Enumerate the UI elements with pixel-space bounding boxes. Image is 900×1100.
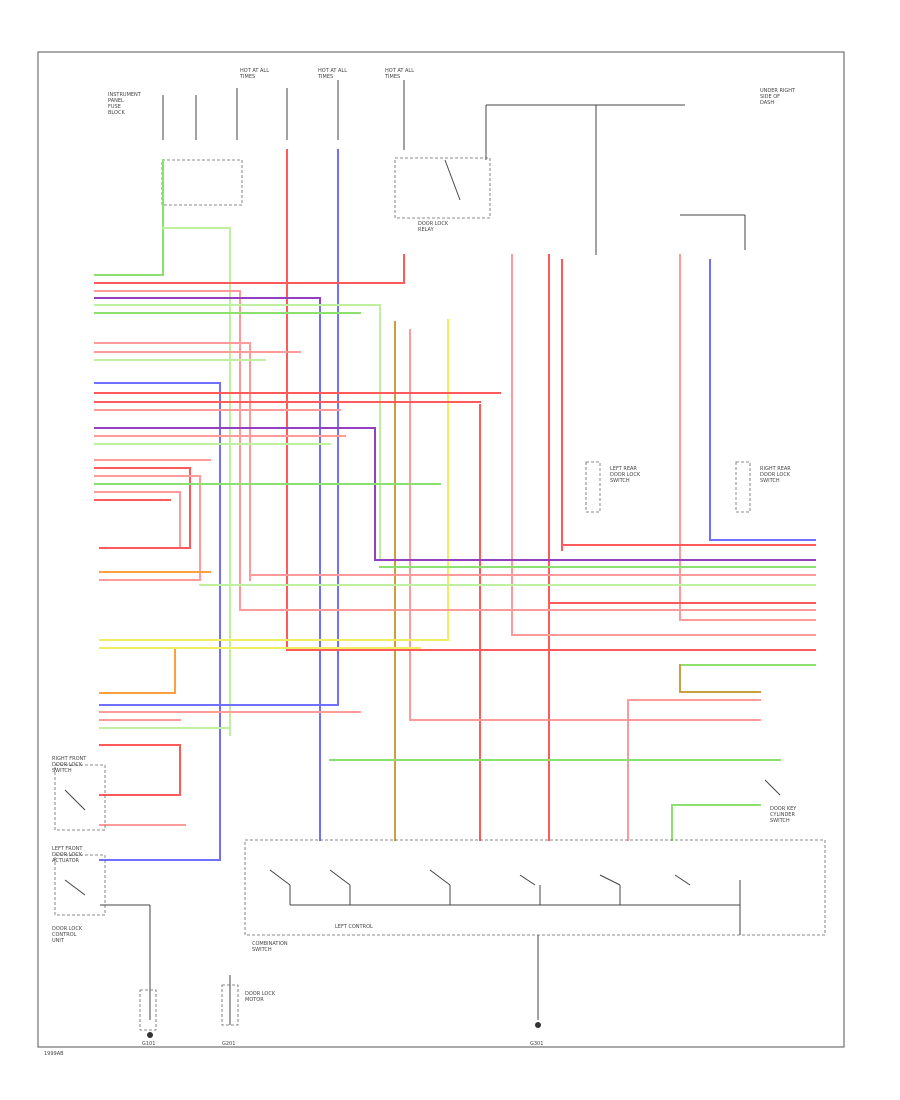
- right-front-switch-box: [54, 764, 106, 831]
- left-front-actuator-box: [54, 854, 106, 916]
- footer-code: 1999AB: [44, 1051, 64, 1057]
- lower-left-wires: [99, 547, 449, 861]
- diagram-frame: [37, 51, 845, 1048]
- label-ground-2: G201: [222, 1041, 235, 1047]
- label-ground-1: G101: [142, 1041, 155, 1047]
- label-left-control: LEFT CONTROL: [335, 924, 373, 930]
- label-ground-3: G301: [530, 1041, 543, 1047]
- wire-group-verticals: [162, 149, 711, 841]
- wire-group-left-connector: [94, 274, 501, 861]
- wire-group-right-connector: [199, 539, 816, 806]
